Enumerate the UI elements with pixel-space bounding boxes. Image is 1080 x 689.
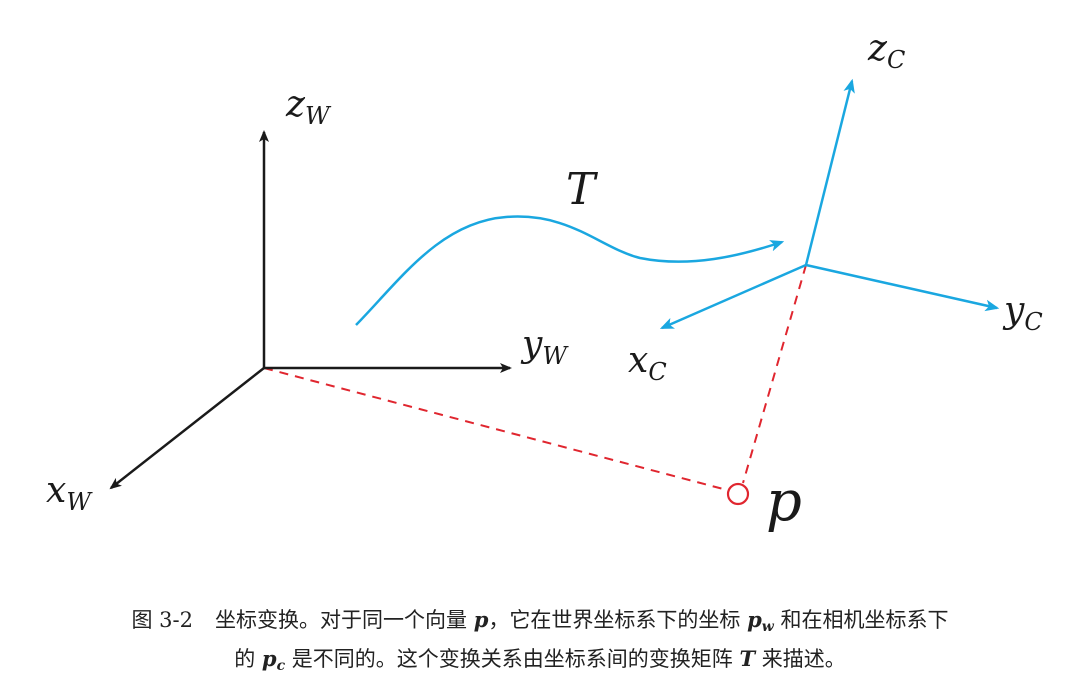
- caption-line-2: 的 pc 是不同的。这个变换关系由坐标系间的变换矩阵 T 来描述。: [20, 643, 1060, 682]
- figure-number: 图 3-2: [131, 608, 194, 632]
- camera-to-point-dashed-line: [742, 264, 807, 484]
- caption-matrix-T: T: [739, 646, 756, 671]
- caption-text-1b: ，它在世界坐标系下的坐标: [488, 608, 748, 632]
- camera-z-label: zC: [867, 28, 905, 74]
- camera-z-axis: [804, 78, 855, 266]
- camera-frame: zC yC xC: [628, 28, 1043, 386]
- coordinate-transform-diagram: zW yW xW T zC yC xC p: [46, 28, 1043, 534]
- caption-text-1a: 坐标变换。对于同一个向量: [215, 608, 474, 632]
- caption-vector-pw: p: [747, 607, 762, 632]
- world-y-label: yW: [520, 324, 569, 370]
- caption-vector-pc-sub: c: [276, 658, 286, 674]
- world-x-label: xW: [46, 470, 93, 516]
- camera-y-axis: [805, 263, 1000, 312]
- caption-text-2c: 来描述。: [755, 647, 846, 671]
- camera-x-axis: [659, 263, 807, 330]
- camera-x-label: xC: [628, 340, 667, 386]
- caption-text-2a: 的: [234, 647, 262, 671]
- world-z-label: zW: [285, 84, 332, 130]
- transform-curve: [355, 215, 785, 326]
- caption-text-2b: 是不同的。这个变换关系由坐标系间的变换矩阵: [285, 647, 740, 671]
- world-frame: zW yW xW: [46, 84, 569, 516]
- caption-text-1c: 和在相机坐标系下: [773, 608, 949, 632]
- caption-vector-pw-sub: w: [761, 619, 774, 635]
- point-p-marker: [726, 482, 750, 506]
- world-to-point-dashed-line: [263, 367, 728, 491]
- world-x-axis: [109, 367, 265, 490]
- transform-label: T: [566, 164, 599, 215]
- point-p-label: p: [766, 469, 802, 534]
- caption-vector-p: p: [473, 607, 489, 632]
- caption-vector-pc: p: [261, 646, 277, 671]
- camera-y-label: yC: [1002, 290, 1043, 336]
